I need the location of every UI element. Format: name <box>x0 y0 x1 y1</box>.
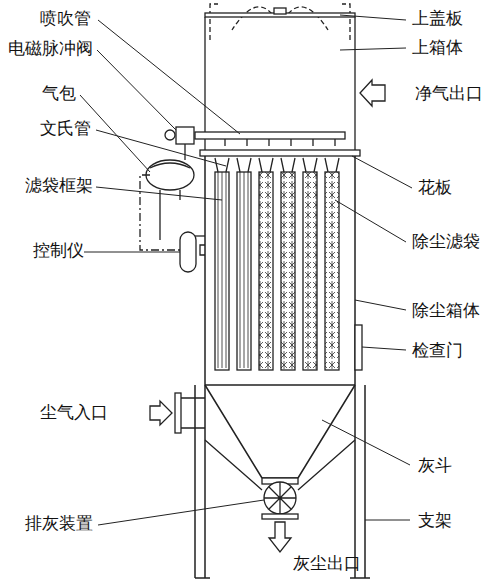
venturi <box>281 158 295 172</box>
part-label: 排灰装置 <box>25 513 93 533</box>
part-label: 灰尘出口 <box>293 553 361 573</box>
venturi <box>325 158 339 172</box>
part-label: 支架 <box>418 510 452 530</box>
venturi <box>303 158 317 172</box>
part-label: 控制仪 <box>33 240 84 260</box>
part-label: 检查门 <box>412 340 463 360</box>
filter-bag <box>215 172 229 370</box>
part-label: 上箱体 <box>412 37 463 57</box>
part-label: 除尘滤袋 <box>412 231 480 251</box>
bag-frame <box>218 172 226 368</box>
part-label: 花板 <box>418 177 452 197</box>
bag-frame <box>240 172 248 368</box>
part-label: 电磁脉冲阀 <box>8 38 93 58</box>
part-label: 净气出口 <box>415 83 483 103</box>
part-label: 文氏管 <box>40 118 91 138</box>
part-label: 除尘箱体 <box>412 300 480 320</box>
venturi <box>259 158 273 172</box>
part-label: 尘气入口 <box>40 402 108 422</box>
part-label: 滤袋框架 <box>25 175 93 195</box>
venturi <box>237 158 251 172</box>
part-label: 气包 <box>42 83 76 103</box>
part-label: 喷吹管 <box>40 8 91 28</box>
filter-bag <box>259 172 273 370</box>
part-label: 灰斗 <box>418 455 452 475</box>
filter-bag <box>281 172 295 370</box>
filter-bag <box>237 172 251 370</box>
part-label: 上盖板 <box>412 8 463 28</box>
filter-bag <box>303 172 317 370</box>
